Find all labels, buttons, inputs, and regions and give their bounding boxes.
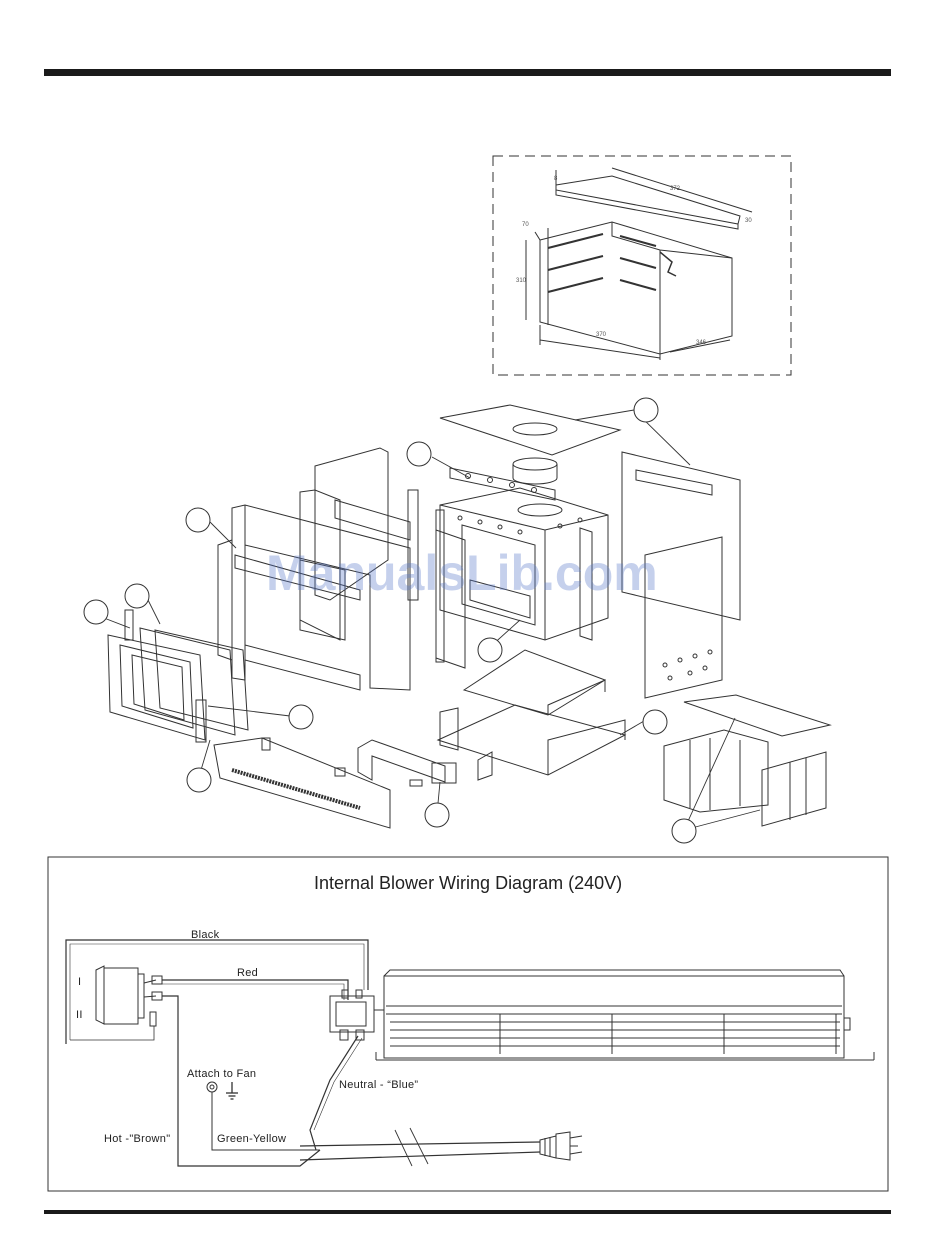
callout-circle [643, 710, 667, 734]
terminal-block [330, 990, 384, 1040]
exploded-view [84, 398, 830, 843]
callout-circle [407, 442, 431, 466]
inset-dim-6: 370 [596, 332, 607, 338]
inset-dim-2: 372 [670, 186, 681, 192]
label-green-yellow: Green-Yellow [217, 1133, 286, 1145]
cable-break-mark [395, 1128, 428, 1166]
front-grille [214, 738, 422, 828]
ground-icon [226, 1082, 238, 1099]
wiring-frame [48, 857, 888, 1191]
inset-dim-4: 70 [522, 222, 529, 228]
inset-detail: 8 372 30 70 310 370 346 [493, 156, 791, 375]
inset-dim-7: 346 [696, 340, 707, 346]
callout-circle [289, 705, 313, 729]
flue-hole [513, 423, 557, 435]
callout-circle [672, 819, 696, 843]
callout-circle [478, 638, 502, 662]
inset-dim-3: 30 [745, 218, 752, 224]
label-hot: Hot -"Brown" [104, 1133, 170, 1145]
callout-circle [425, 803, 449, 827]
watermark: ManualsLib.com [266, 545, 658, 601]
label-red: Red [237, 967, 258, 979]
callout-circle [186, 508, 210, 532]
flue-collar [513, 458, 557, 484]
upper-trim-bar [335, 500, 410, 540]
red-wire [162, 980, 348, 1000]
blower-channel [358, 740, 492, 783]
label-attach-to-fan: Attach to Fan [187, 1068, 256, 1080]
black-wire [66, 940, 368, 1044]
label-black: Black [191, 929, 220, 941]
firebrick-liner [664, 695, 830, 826]
callout-circles [84, 398, 696, 843]
callout-circle [84, 600, 108, 624]
label-neutral: Neutral - “Blue” [339, 1079, 418, 1091]
blower-fan [376, 970, 874, 1060]
base-tray [438, 650, 625, 775]
inset-dim-1: 8 [554, 176, 558, 182]
callout-circle [634, 398, 658, 422]
callout-circle [187, 768, 211, 792]
power-cable [300, 1142, 540, 1146]
rocker-switch-icon [96, 966, 162, 1026]
callout-circle [125, 584, 149, 608]
wiring-title: Internal Blower Wiring Diagram (240V) [314, 873, 622, 893]
switch-label-ii: II [76, 1009, 83, 1021]
switch-label-i: I [78, 976, 81, 988]
inset-dim-5: 310 [516, 278, 527, 284]
door-assembly [108, 610, 248, 742]
plug-icon [540, 1132, 582, 1160]
neutral-wire [310, 1036, 358, 1150]
top-plate [440, 405, 620, 455]
wiring-diagram: Internal Blower Wiring Diagram (240V) Bl… [48, 857, 888, 1191]
